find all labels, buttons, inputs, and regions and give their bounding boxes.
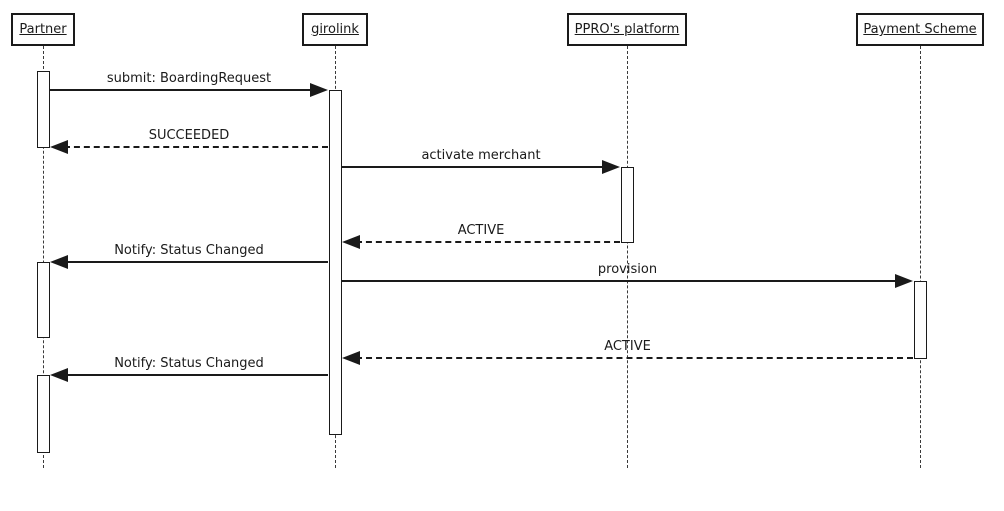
message-line-5 (342, 280, 899, 282)
message-arrowhead-6 (342, 351, 360, 365)
participant-label-partner: Partner (19, 22, 67, 37)
message-line-1 (64, 146, 328, 148)
message-arrowhead-2 (602, 160, 620, 174)
message-arrowhead-3 (342, 235, 360, 249)
message-line-7 (64, 374, 328, 376)
participant-box-partner: Partner (11, 13, 75, 46)
message-arrowhead-1 (50, 140, 68, 154)
activation-bar-ppro-2 (620, 167, 634, 243)
participant-label-payment-scheme: Payment Scheme (863, 22, 977, 37)
message-arrowhead-7 (50, 368, 68, 382)
message-arrowhead-5 (895, 274, 913, 288)
activation-bar-girolink-1 (328, 90, 342, 435)
message-label-2: activate merchant (421, 148, 541, 163)
lifeline-partner (43, 46, 44, 468)
participant-box-payment-scheme: Payment Scheme (856, 13, 984, 46)
participant-label-girolink: girolink (311, 22, 359, 37)
message-line-3 (356, 241, 620, 243)
lifeline-ppro (627, 46, 628, 468)
message-label-0: submit: BoardingRequest (106, 71, 272, 86)
message-label-3: ACTIVE (457, 223, 505, 238)
participant-box-girolink: girolink (302, 13, 368, 46)
message-line-6 (356, 357, 913, 359)
message-line-0 (50, 89, 314, 91)
message-line-2 (342, 166, 606, 168)
message-line-4 (64, 261, 328, 263)
message-arrowhead-4 (50, 255, 68, 269)
message-arrowhead-0 (310, 83, 328, 97)
message-label-7: Notify: Status Changed (114, 356, 264, 371)
message-label-6: ACTIVE (604, 339, 651, 354)
message-label-4: Notify: Status Changed (114, 243, 264, 258)
participant-label-ppro: PPRO's platform (574, 22, 680, 37)
activation-bar-partner-0 (36, 71, 50, 148)
activation-bar-payment-scheme-4 (913, 281, 927, 359)
participant-box-ppro: PPRO's platform (567, 13, 687, 46)
message-label-5: provision (597, 262, 658, 277)
message-label-1: SUCCEEDED (148, 128, 230, 143)
activation-bar-partner-3 (36, 262, 50, 338)
activation-bar-partner-5 (36, 375, 50, 453)
lifeline-payment-scheme (920, 46, 921, 468)
